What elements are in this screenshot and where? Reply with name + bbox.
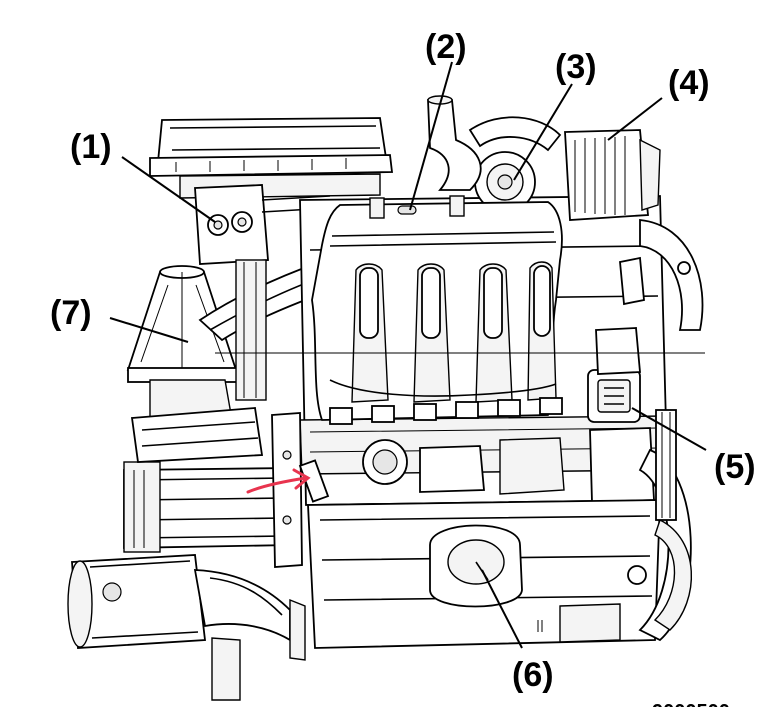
fuel-injectors [329, 397, 563, 425]
sensor-connector [619, 256, 691, 306]
leader-line-7 [109, 317, 189, 343]
right-side-assembly [638, 219, 704, 642]
alternator [564, 129, 661, 221]
callout-6: (6) [512, 656, 554, 694]
callout-2: (2) [425, 28, 467, 66]
fuel-filter-bracket [194, 184, 331, 401]
callout-4: (4) [668, 64, 710, 102]
control-module [149, 117, 394, 199]
leader-line-4 [607, 97, 663, 141]
exhaust-pipe [67, 554, 306, 701]
leader-line-6 [481, 569, 523, 649]
mount-bracket [271, 412, 330, 568]
heat-exchanger [123, 461, 293, 553]
leader-line-2 [409, 61, 453, 211]
callout-3: (3) [555, 48, 597, 86]
leader-line-5 [631, 407, 707, 451]
throttle-body [587, 327, 641, 423]
callout-7: (7) [50, 294, 92, 332]
red-arrow-marker [246, 468, 311, 494]
callout-1: (1) [70, 128, 112, 166]
figure-reference: 9000500 [652, 701, 730, 707]
callout-5: (5) [714, 448, 756, 486]
air-intake-cone [126, 260, 334, 463]
leader-line-3 [513, 83, 573, 181]
intake-pipe [427, 95, 482, 191]
intake-manifold [311, 195, 563, 421]
leader-line-1 [121, 156, 216, 223]
